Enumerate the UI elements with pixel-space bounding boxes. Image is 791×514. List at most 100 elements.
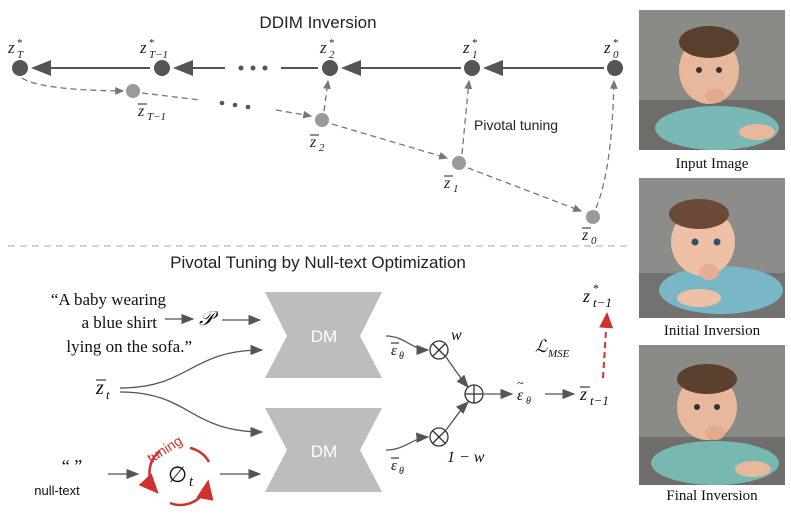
svg-text:z: z: [582, 286, 590, 306]
node-z1-bar: [452, 156, 466, 170]
node-zT-star: [12, 60, 28, 76]
svg-text:z: z: [319, 38, 327, 57]
arrow-mult-plus-bottom: [445, 401, 469, 431]
node-z2-star: [322, 60, 338, 76]
label-zT-star: z*T: [7, 37, 24, 61]
ellipsis-diagonal: [219, 100, 251, 110]
weight-1-minus-w: 1 − w: [447, 449, 485, 466]
label-z0-star: z*0: [603, 37, 619, 61]
caption-initial: Initial Inversion: [663, 323, 761, 339]
svg-text:z: z: [7, 38, 15, 57]
svg-text:*: *: [472, 37, 478, 49]
node-z0-bar: [586, 210, 600, 224]
input-image: [639, 10, 785, 150]
svg-text:z: z: [581, 227, 589, 244]
svg-text:*: *: [149, 37, 155, 49]
svg-text:z: z: [462, 38, 470, 57]
svg-text:ℒ: ℒ: [535, 337, 548, 356]
initial-inversion-image: [639, 178, 785, 318]
node-z1-star: [464, 60, 480, 76]
svg-text:0: 0: [591, 235, 597, 247]
svg-text:z: z: [95, 377, 104, 399]
svg-text:θ: θ: [399, 466, 404, 477]
svg-text:*: *: [593, 281, 599, 295]
arrow-DM-mult-bottom: [385, 432, 430, 451]
svg-text:T−1: T−1: [149, 49, 168, 61]
svg-text:2: 2: [329, 49, 335, 61]
node-zT1-bar: [126, 84, 140, 98]
prompt-line-1: “A baby wearing: [51, 290, 167, 309]
svg-text:t−1: t−1: [593, 295, 612, 310]
null-embedding-symbol: ∅ t: [168, 462, 194, 490]
svg-text:T: T: [17, 49, 24, 61]
svg-text:2: 2: [319, 142, 325, 154]
svg-text:ε: ε: [517, 387, 524, 404]
svg-text:z: z: [137, 103, 145, 120]
tuning-label: tuning: [144, 432, 185, 466]
eps-tilde-label: ε ~ θ: [517, 376, 531, 407]
null-quotes: “ ”: [62, 456, 82, 476]
label-z2-star: z*2: [319, 37, 335, 61]
svg-text:z: z: [309, 134, 317, 151]
label-zt1-bar: z t−1: [579, 384, 609, 408]
svg-text:1: 1: [453, 183, 459, 195]
mult-icon-bottom: [429, 427, 449, 447]
dm-box-top: [265, 292, 382, 378]
prompt-embedding-symbol: 𝒫: [199, 308, 219, 330]
svg-text:*: *: [329, 37, 335, 49]
label-zt1-star: z * t−1: [582, 281, 612, 310]
svg-text:ε: ε: [391, 458, 397, 474]
loss-arrow: [599, 312, 614, 379]
svg-text:*: *: [17, 37, 23, 49]
arrow-mult-plus-top: [445, 356, 469, 388]
arrow-DM-mult-top: [385, 335, 430, 356]
svg-text:1: 1: [472, 49, 478, 61]
svg-text:ε: ε: [391, 343, 397, 359]
svg-text:t−1: t−1: [590, 393, 609, 408]
final-inversion-image: [639, 345, 785, 485]
arrow-zt-DM-top: [119, 344, 264, 389]
svg-text:MSE: MSE: [547, 348, 570, 360]
node-zT1-star: [154, 60, 170, 76]
svg-text:0: 0: [613, 49, 619, 61]
svg-text:θ: θ: [399, 351, 404, 362]
dm-label-top: DM: [311, 327, 337, 346]
dashed-links: [21, 77, 618, 212]
svg-text:z: z: [579, 384, 587, 404]
svg-text:∅: ∅: [168, 462, 187, 487]
caption-input: Input Image: [675, 156, 749, 172]
tuning-cycle: [138, 446, 214, 507]
pivotal-tuning-label: Pivotal tuning: [474, 117, 558, 133]
caption-final: Final Inversion: [666, 488, 758, 504]
prompt-line-3: lying on the sofa.”: [66, 337, 192, 356]
node-z2-bar: [315, 113, 329, 127]
label-zT1-star: z*T−1: [139, 37, 168, 61]
svg-text:z: z: [603, 38, 611, 57]
mult-icon-top: [429, 340, 449, 360]
top-title: DDIM Inversion: [259, 13, 376, 32]
svg-text:T−1: T−1: [147, 111, 166, 123]
svg-text:*: *: [613, 37, 619, 49]
svg-text:θ: θ: [526, 396, 531, 407]
arrow-zt-DM-bottom: [119, 391, 264, 438]
dm-label-bottom: DM: [311, 442, 337, 461]
null-text-label: null-text: [34, 483, 80, 498]
ellipsis-top: [238, 65, 268, 71]
svg-text:~: ~: [517, 376, 524, 390]
svg-text:t: t: [106, 387, 110, 402]
bottom-title: Pivotal Tuning by Null-text Optimization: [170, 253, 466, 272]
weight-w: w: [451, 327, 462, 344]
label-zt-bar: z t: [95, 377, 110, 402]
prompt-line-2: a blue shirt: [81, 313, 157, 332]
zstar-labels: z*T z*T−1 z*2 z*1 z*0: [7, 37, 619, 61]
